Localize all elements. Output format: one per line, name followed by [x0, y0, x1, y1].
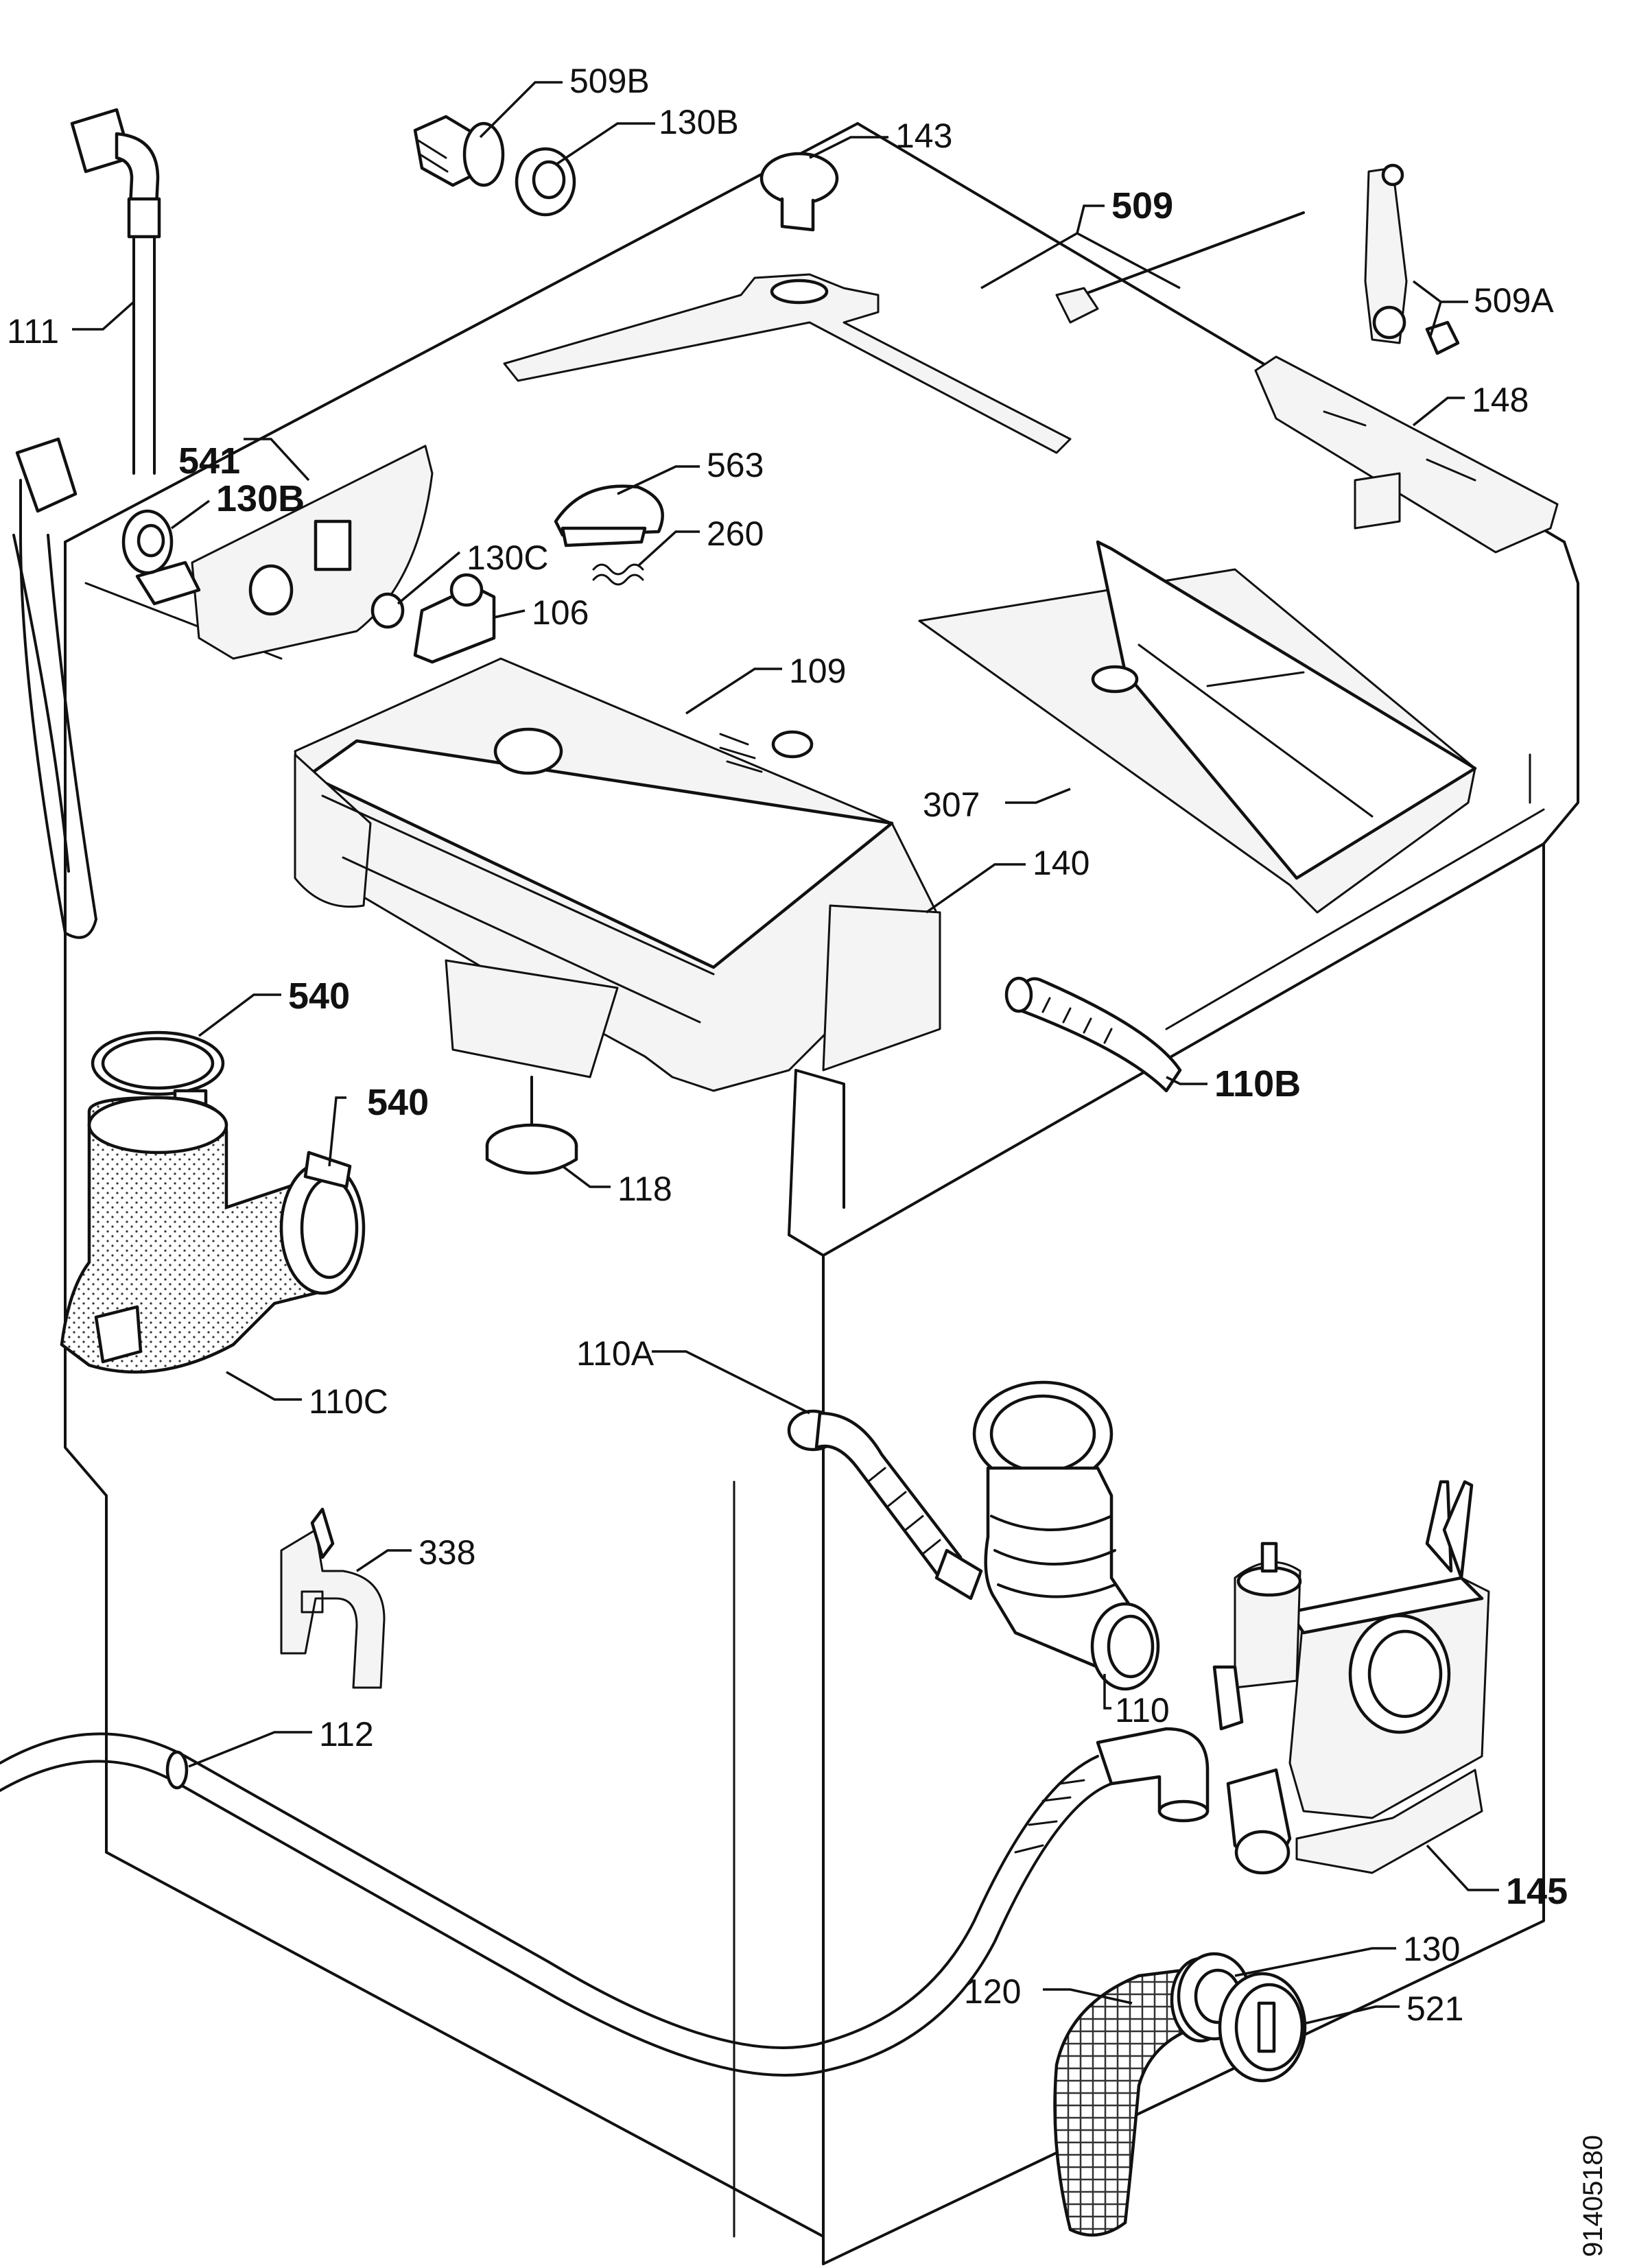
hose-guide-338 [280, 1507, 386, 1689]
label-130: 130 [1403, 1930, 1460, 1968]
label-540-middle: 540 [367, 1082, 429, 1123]
label-130b-middle: 130B [216, 478, 305, 519]
lever-509a [1364, 163, 1460, 355]
bellow-110 [972, 1380, 1160, 1691]
drain-hose-112 [0, 1727, 1210, 2077]
leader-lines [72, 81, 1499, 2025]
bracket-148 [1254, 355, 1559, 554]
label-111: 111 [7, 312, 59, 351]
pump-145 [1212, 1480, 1490, 1875]
label-509: 509 [1111, 185, 1173, 226]
label-148: 148 [1472, 381, 1529, 419]
label-118: 118 [617, 1170, 672, 1208]
label-130c: 130C [467, 539, 549, 577]
label-110b: 110B [1214, 1063, 1301, 1105]
label-143: 143 [895, 117, 952, 155]
label-509a: 509A [1474, 281, 1554, 320]
label-110c: 110C [309, 1382, 388, 1421]
nut-130b-top [515, 147, 576, 217]
lever-arm-509 [503, 211, 1305, 454]
label-106: 106 [532, 593, 589, 632]
label-260: 260 [707, 515, 764, 553]
label-521: 521 [1406, 1989, 1463, 2028]
valve-130c-106 [370, 573, 496, 664]
label-540-top: 540 [288, 976, 350, 1017]
sump-110c [60, 1096, 366, 1374]
nut-130b-middle [121, 509, 174, 575]
spring-260 [592, 563, 644, 586]
cap-521 [1218, 1972, 1307, 2083]
label-509b: 509B [569, 62, 650, 100]
hose-110b [1004, 976, 1182, 1093]
drawer-307 [918, 540, 1477, 914]
label-120: 120 [964, 1972, 1021, 2011]
fitting-509b [413, 115, 505, 187]
label-130b-top: 130B [659, 103, 739, 141]
label-110a: 110A [576, 1334, 655, 1373]
dispenser-housing-109 [294, 657, 941, 1092]
label-307: 307 [923, 785, 980, 824]
part-labels: 509B 130B 143 509 509A 111 148 541 130B … [7, 62, 1608, 2257]
label-110: 110 [1115, 1691, 1170, 1729]
knob-143 [759, 152, 839, 232]
inlet-hose-111 [12, 108, 161, 939]
drawing-number: 91405180 [1578, 2135, 1608, 2257]
label-109: 109 [789, 652, 846, 690]
hose-110a [787, 1409, 983, 1600]
label-541: 541 [178, 440, 240, 482]
label-338: 338 [419, 1533, 475, 1572]
label-145: 145 [1506, 1871, 1568, 1912]
label-140: 140 [1033, 844, 1089, 882]
label-112: 112 [319, 1715, 374, 1753]
label-563: 563 [707, 446, 764, 484]
cover-563 [554, 484, 664, 547]
nut-118 [485, 1076, 578, 1175]
